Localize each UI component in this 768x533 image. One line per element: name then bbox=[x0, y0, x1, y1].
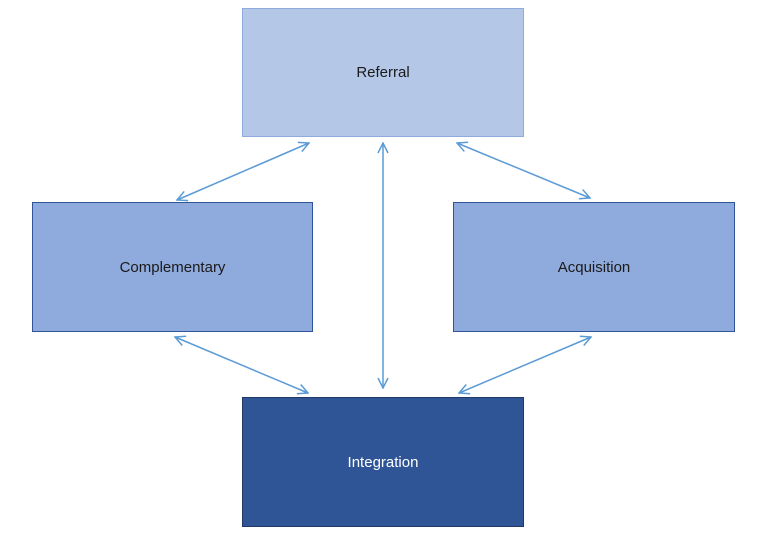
node-complementary-label: Complementary bbox=[119, 258, 226, 276]
node-integration-label: Integration bbox=[347, 453, 419, 471]
node-complementary: Complementary bbox=[32, 202, 313, 332]
node-acquisition-label: Acquisition bbox=[557, 258, 631, 276]
edge-referral-complementary bbox=[177, 143, 309, 200]
edge-referral-acquisition bbox=[457, 143, 590, 198]
node-referral-label: Referral bbox=[356, 64, 410, 81]
node-referral: Referral bbox=[242, 8, 524, 137]
edge-complementary-integration bbox=[175, 337, 308, 393]
node-integration: Integration bbox=[242, 397, 524, 527]
node-acquisition: Acquisition bbox=[453, 202, 735, 332]
edge-acquisition-integration bbox=[459, 337, 591, 393]
